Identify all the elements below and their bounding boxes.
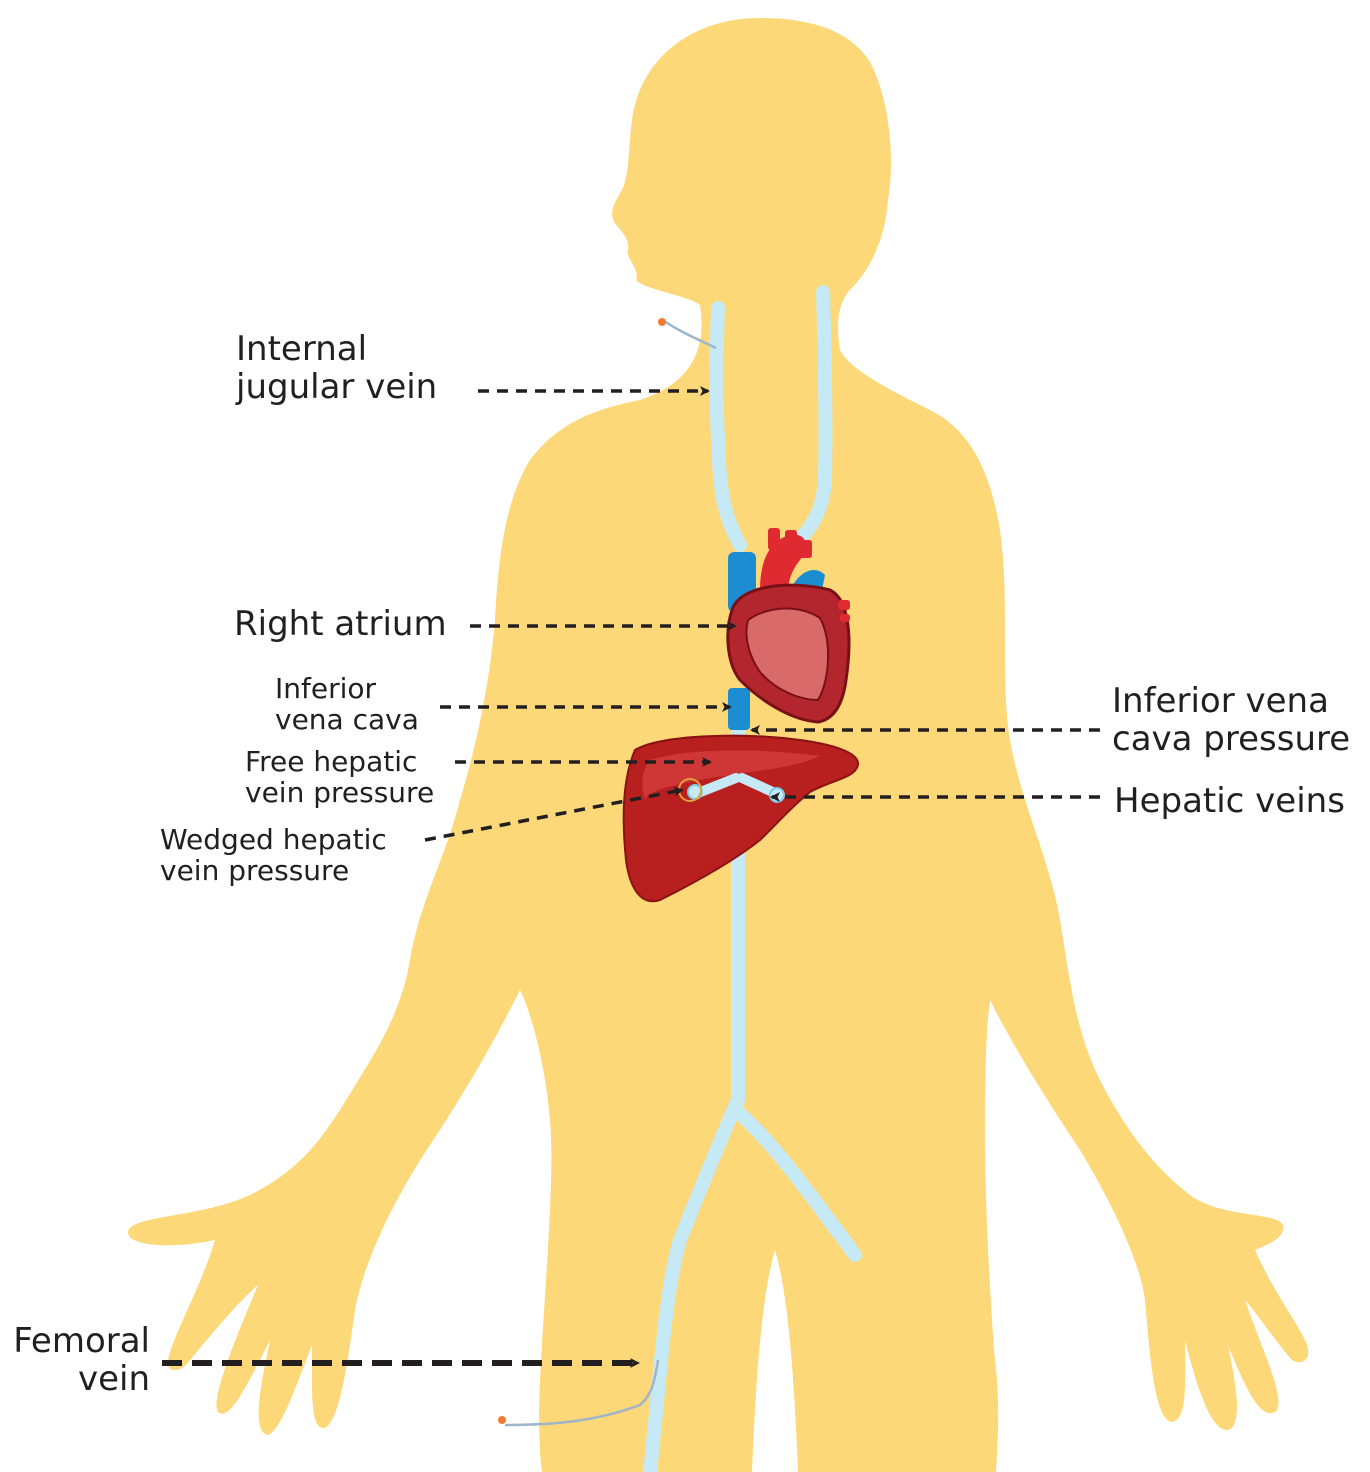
internal-jugular-vein-left: [709, 301, 747, 552]
label-line: vein pressure: [160, 854, 350, 888]
label-line: Femoral: [13, 1321, 150, 1361]
label-internal-jugular-vein: Internal jugular vein: [236, 330, 437, 406]
arrow-wedged-hepatic-vein-pressure: [424, 786, 684, 842]
iliac-vein-left: [643, 1093, 745, 1472]
label-line: vena cava: [275, 703, 419, 737]
catheter-jugular-tip: [658, 318, 666, 326]
catheter-jugular: [665, 320, 717, 350]
iliac-vein-right: [731, 1105, 862, 1262]
label-inferior-vena-cava: Inferior vena cava: [275, 673, 419, 736]
label-line: Inferior vena: [1112, 681, 1329, 721]
catheter-femoral: [504, 1359, 660, 1427]
label-line: jugular vein: [236, 367, 438, 408]
label-line: Inferior: [275, 672, 377, 705]
label-line: vein: [77, 1359, 150, 1400]
label-right-atrium: Right atrium: [234, 605, 447, 643]
catheter-femoral-tip: [498, 1416, 506, 1424]
label-wedged-hepatic-vein-pressure: Wedged hepatic vein pressure: [160, 824, 387, 887]
label-free-hepatic-vein-pressure: Free hepatic vein pressure: [245, 746, 434, 809]
label-line: Internal: [236, 329, 368, 369]
label-line: Free hepatic: [245, 745, 418, 778]
label-femoral-vein: Femoral vein: [12, 1322, 150, 1398]
label-line: cava pressure: [1112, 719, 1351, 760]
label-hepatic-veins: Hepatic veins: [1114, 782, 1345, 820]
hepatic-vein-right: [737, 773, 780, 798]
hepatic-vein-end-right: [769, 787, 785, 803]
label-line: Wedged hepatic: [160, 823, 387, 856]
label-inferior-vena-cava-pressure: Inferior vena cava pressure: [1112, 682, 1350, 758]
internal-jugular-vein-right: [783, 285, 833, 555]
hepatic-vein-left: [693, 773, 741, 798]
label-line: Hepatic veins: [1114, 781, 1345, 821]
heart: [726, 528, 851, 730]
label-line: vein pressure: [245, 776, 435, 810]
label-line: Right atrium: [234, 604, 447, 644]
